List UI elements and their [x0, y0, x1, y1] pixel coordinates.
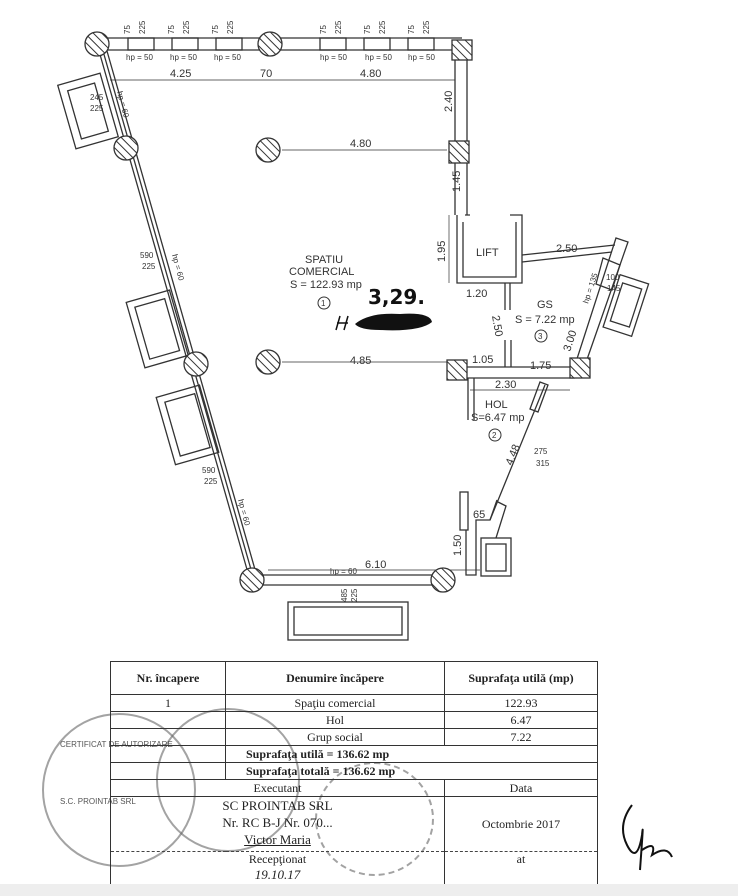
- svg-text:4.48: 4.48: [504, 443, 523, 467]
- svg-text:1.75: 1.75: [530, 360, 551, 372]
- svg-text:GS: GS: [537, 299, 553, 311]
- svg-text:75: 75: [319, 25, 328, 34]
- svg-text:hp = 60: hp = 60: [170, 253, 186, 282]
- svg-text:S=6.47 mp: S=6.47 mp: [471, 412, 525, 424]
- stamp-text: S.C. PROINTAB SRL: [60, 797, 136, 806]
- handwritten-note: 3,29.: [335, 285, 432, 331]
- signature: [622, 804, 673, 871]
- svg-text:100: 100: [606, 273, 620, 282]
- svg-text:1: 1: [321, 299, 326, 308]
- svg-text:4.80: 4.80: [360, 68, 381, 80]
- svg-text:3.00: 3.00: [561, 329, 579, 353]
- svg-text:75: 75: [363, 25, 372, 34]
- svg-text:2.40: 2.40: [443, 91, 455, 112]
- svg-text:225: 225: [142, 262, 156, 271]
- table-row: Grup social 7.22: [110, 728, 598, 746]
- svg-text:6.10: 6.10: [365, 559, 386, 571]
- svg-text:1.95: 1.95: [436, 241, 448, 262]
- total-total-row: Suprafaţa totală = 136.62 mp: [110, 762, 598, 780]
- svg-text:75: 75: [123, 25, 132, 34]
- columns: [84, 31, 591, 593]
- svg-text:1.45: 1.45: [451, 171, 463, 192]
- walls: [56, 37, 650, 641]
- top-window-labels: 75 225 hp = 50 75 225 hp = 50 75 225 hp …: [123, 20, 435, 62]
- svg-text:HOL: HOL: [485, 399, 508, 411]
- svg-text:2: 2: [492, 431, 497, 440]
- svg-text:LIFT: LIFT: [476, 247, 499, 259]
- room-table: Nr. încapere Denumire încăpere Suprafaţa…: [110, 661, 598, 891]
- header-name: Denumire încăpere: [225, 661, 445, 695]
- svg-text:4.80: 4.80: [350, 138, 371, 150]
- executant-label: Executant: [110, 779, 445, 797]
- executant-row: Executant Data: [110, 779, 598, 797]
- svg-text:75: 75: [167, 25, 176, 34]
- room-labels: SPATIU COMERCIAL S = 122.93 mp 1 LIFT GS…: [289, 247, 575, 442]
- svg-text:225: 225: [138, 20, 147, 34]
- svg-text:1.20: 1.20: [466, 288, 487, 300]
- svg-text:70: 70: [260, 68, 272, 80]
- svg-text:4.85: 4.85: [350, 355, 371, 367]
- svg-text:hp = 50: hp = 50: [126, 53, 153, 62]
- svg-text:145: 145: [607, 284, 621, 293]
- svg-text:S = 122.93 mp: S = 122.93 mp: [290, 279, 362, 291]
- dimension-labels: 4.25 70 4.80 2.40 4.80 1.45 1.95 2.50 1.…: [170, 68, 579, 571]
- svg-text:2.50: 2.50: [489, 314, 505, 337]
- svg-text:SPATIU: SPATIU: [305, 254, 343, 266]
- svg-text:75: 75: [211, 25, 220, 34]
- svg-text:hp = 50: hp = 50: [214, 53, 241, 62]
- svg-text:225: 225: [226, 20, 235, 34]
- executant-person: Victor Maria: [244, 832, 311, 847]
- svg-text:590: 590: [140, 251, 154, 260]
- svg-text:2.50: 2.50: [556, 243, 577, 255]
- header-area: Suprafaţa utilă (mp): [444, 661, 598, 695]
- svg-text:225: 225: [204, 477, 218, 486]
- svg-text:S = 7.22 mp: S = 7.22 mp: [515, 314, 575, 326]
- svg-text:hp = 135: hp = 135: [581, 271, 599, 304]
- svg-text:2.30: 2.30: [495, 379, 516, 391]
- date-value: Octombrie 2017: [444, 796, 598, 852]
- company-reg: Nr. RC B-J Nr. 070...: [222, 815, 333, 830]
- svg-text:245: 245: [90, 93, 104, 102]
- header-nr: Nr. încapere: [110, 661, 226, 695]
- svg-text:225: 225: [182, 20, 191, 34]
- svg-text:hp = 60: hp = 60: [330, 567, 357, 576]
- svg-text:hp = 50: hp = 50: [320, 53, 347, 62]
- svg-text:3,29.: 3,29.: [368, 285, 425, 309]
- receptie-signature: 19.10.17: [254, 867, 301, 882]
- svg-text:hp = 50: hp = 50: [170, 53, 197, 62]
- window-labels: 245 225 hp = 60 590 225 hp = 60 590 225 …: [90, 90, 621, 602]
- svg-text:COMERCIAL: COMERCIAL: [289, 266, 354, 278]
- svg-text:hp = 50: hp = 50: [365, 53, 392, 62]
- receptie-label: Recepţionat: [248, 852, 307, 866]
- total-util: Suprafaţa utilă = 136.62 mp: [225, 745, 598, 763]
- svg-text:1.05: 1.05: [472, 354, 493, 366]
- svg-text:3: 3: [538, 332, 543, 341]
- company-name: SC PROINTAB SRL: [222, 798, 333, 813]
- svg-text:315: 315: [536, 459, 550, 468]
- page-edge: [0, 884, 738, 896]
- table-row: 1 Spaţiu comercial 122.93: [110, 694, 598, 712]
- floor-plan: 75 225 hp = 50 75 225 hp = 50 75 225 hp …: [56, 20, 650, 641]
- svg-text:225: 225: [378, 20, 387, 34]
- svg-text:1.50: 1.50: [452, 535, 464, 556]
- svg-text:65: 65: [473, 509, 485, 521]
- svg-text:225: 225: [422, 20, 431, 34]
- svg-text:hp = 50: hp = 50: [408, 53, 435, 62]
- svg-text:590: 590: [202, 466, 216, 475]
- svg-text:225: 225: [334, 20, 343, 34]
- svg-text:75: 75: [407, 25, 416, 34]
- data-label: Data: [444, 779, 598, 797]
- svg-text:485: 485: [340, 588, 349, 602]
- table-row: Hol 6.47: [110, 711, 598, 729]
- svg-text:225: 225: [90, 104, 104, 113]
- svg-text:225: 225: [350, 588, 359, 602]
- total-total: Suprafaţa totală = 136.62 mp: [225, 762, 598, 780]
- total-util-row: Suprafaţa utilă = 136.62 mp: [110, 745, 598, 763]
- svg-text:275: 275: [534, 447, 548, 456]
- table-header: Nr. încapere Denumire încăpere Suprafaţa…: [110, 661, 598, 695]
- svg-text:4.25: 4.25: [170, 68, 191, 80]
